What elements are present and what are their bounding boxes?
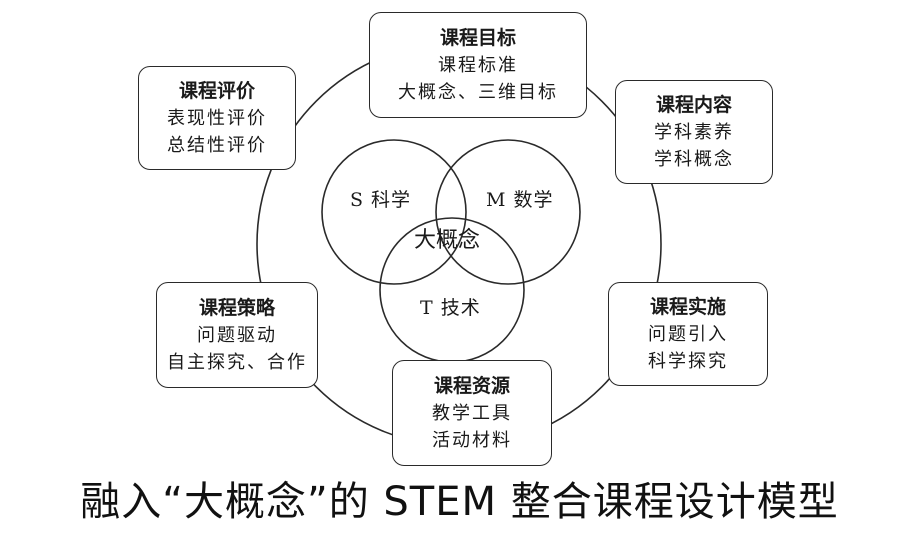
box-line: 大概念、三维目标	[398, 82, 558, 103]
box-course-goal: 课程目标 课程标准 大概念、三维目标	[369, 12, 587, 118]
figure-caption: 融入“大概念”的 STEM 整合课程设计模型	[80, 479, 839, 525]
box-line: 学科素养	[654, 122, 734, 143]
stem-course-model-diagram: S 科学 M 数学 T 技术 大概念 课程目标 课程标准 大概念、三维目标 课程…	[138, 12, 773, 466]
venn-label-math: M 数学	[486, 189, 554, 211]
box-line: 课程标准	[438, 55, 518, 76]
box-course-implementation: 课程实施 问题引入 科学探究	[608, 282, 768, 386]
box-line: 学科概念	[654, 149, 734, 170]
venn-circle-math	[435, 139, 581, 285]
box-line: 问题驱动	[197, 325, 277, 346]
box-line: 总结性评价	[167, 135, 267, 156]
box-line: 教学工具	[432, 403, 512, 424]
box-title: 课程实施	[649, 296, 726, 318]
box-line: 科学探究	[648, 351, 728, 372]
box-course-content: 课程内容 学科素养 学科概念	[615, 80, 773, 184]
box-line: 活动材料	[432, 430, 512, 451]
venn-label-tech: T 技术	[420, 297, 481, 319]
box-title: 课程策略	[198, 297, 275, 319]
venn-circle-science	[321, 139, 467, 285]
box-title: 课程评价	[178, 80, 255, 102]
box-course-evaluation: 课程评价 表现性评价 总结性评价	[138, 66, 296, 170]
box-line: 问题引入	[648, 324, 728, 345]
box-course-strategy: 课程策略 问题驱动 自主探究、合作	[156, 282, 318, 388]
box-line: 表现性评价	[167, 108, 267, 129]
box-title: 课程目标	[439, 27, 516, 49]
venn-label-science: S 科学	[350, 189, 412, 211]
box-title: 课程内容	[655, 94, 732, 116]
box-title: 课程资源	[433, 375, 510, 397]
box-line: 自主探究、合作	[167, 352, 307, 373]
box-course-resource: 课程资源 教学工具 活动材料	[392, 360, 552, 466]
venn-center-big-concept: 大概念	[414, 228, 481, 253]
